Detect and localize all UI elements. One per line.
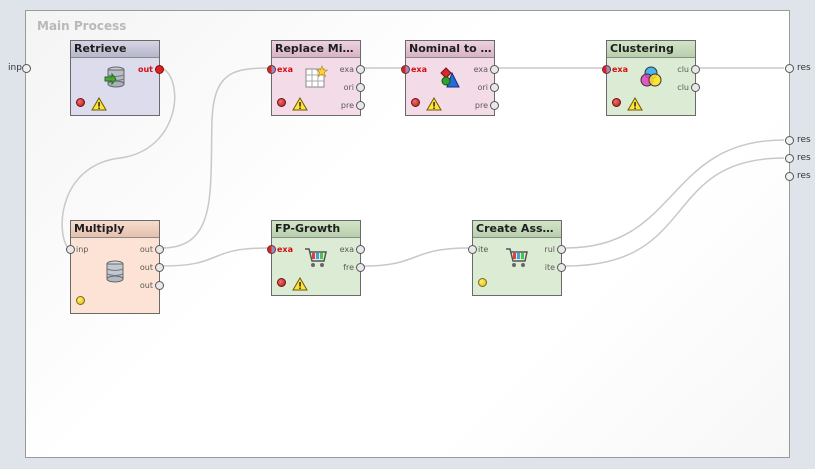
warning-icon	[426, 97, 442, 111]
output-port-label: out	[137, 65, 153, 74]
operator-title: Nominal to Nu...	[406, 41, 494, 58]
output-port-out[interactable]	[155, 245, 164, 254]
process-input-port[interactable]	[22, 64, 31, 73]
output-port-exa[interactable]	[490, 65, 499, 74]
input-port-inp[interactable]	[66, 245, 75, 254]
shopping-cart-icon	[305, 248, 327, 267]
input-port-label: ite	[478, 245, 489, 254]
warning-icon	[91, 97, 107, 111]
output-port-label: fre	[343, 263, 354, 272]
input-port-label: exa	[277, 65, 293, 74]
output-port-pre[interactable]	[356, 101, 365, 110]
output-port-label: exa	[339, 245, 354, 254]
input-port-label: exa	[277, 245, 293, 254]
output-port-label: exa	[473, 65, 488, 74]
result-port-4[interactable]	[785, 172, 794, 181]
output-port-ori[interactable]	[490, 83, 499, 92]
error-status-icon	[612, 98, 621, 107]
output-port-label: rul	[544, 245, 555, 254]
result-port-label-2: res	[797, 135, 811, 145]
operator-replace-missing[interactable]: Replace Missi... exa exa ori pre	[267, 40, 365, 116]
result-port-3[interactable]	[785, 154, 794, 163]
output-port-label: clu	[677, 65, 689, 74]
operator-title: Clustering	[607, 41, 695, 58]
input-port-exa[interactable]	[267, 65, 276, 74]
operator-nominal-to-numerical[interactable]: Nominal to Nu... exa exa ori pre	[401, 40, 499, 116]
result-port-1[interactable]	[785, 64, 794, 73]
output-port-exa[interactable]	[356, 65, 365, 74]
warning-icon	[627, 97, 643, 111]
output-port-rul[interactable]	[557, 245, 566, 254]
result-port-2[interactable]	[785, 136, 794, 145]
result-port-label-1: res	[797, 63, 811, 73]
output-port-label: ori	[343, 83, 354, 92]
output-port-out[interactable]	[155, 263, 164, 272]
shopping-cart-icon	[506, 248, 528, 267]
output-port-fre[interactable]	[356, 263, 365, 272]
output-port-clu[interactable]	[691, 83, 700, 92]
operator-title: FP-Growth	[272, 221, 360, 238]
process-input-label: inp	[8, 63, 22, 73]
input-port-label: exa	[411, 65, 427, 74]
operator-multiply[interactable]: Multiply inp out out out	[66, 220, 164, 314]
operator-title: Replace Missi...	[272, 41, 360, 58]
result-port-label-3: res	[797, 153, 811, 163]
error-status-icon	[277, 278, 286, 287]
operator-clustering[interactable]: Clustering exa clu clu	[602, 40, 700, 116]
output-port-label: ite	[544, 263, 555, 272]
output-port-out[interactable]	[155, 281, 164, 290]
output-port-label: out	[139, 263, 153, 272]
error-status-icon	[76, 98, 85, 107]
output-port-exa[interactable]	[356, 245, 365, 254]
database-stack-icon	[106, 260, 124, 283]
output-port-label: out	[139, 245, 153, 254]
output-port-label: ori	[477, 83, 488, 92]
operator-title: Create Associ...	[473, 221, 561, 238]
output-port-label: pre	[474, 101, 488, 110]
output-port-ite[interactable]	[557, 263, 566, 272]
result-port-label-4: res	[797, 171, 811, 181]
input-port-exa[interactable]	[267, 245, 276, 254]
table-sparkle-icon	[305, 65, 328, 88]
operator-title: Multiply	[71, 221, 159, 238]
operator-fp-growth[interactable]: FP-Growth exa exa fre	[267, 220, 365, 296]
input-port-label: inp	[76, 245, 89, 254]
input-port-exa[interactable]	[602, 65, 611, 74]
output-port-ori[interactable]	[356, 83, 365, 92]
warning-icon	[292, 277, 308, 291]
operator-retrieve[interactable]: Retrieve out	[70, 40, 164, 116]
output-port-label: out	[139, 281, 153, 290]
error-status-icon	[277, 98, 286, 107]
output-port-label: pre	[340, 101, 354, 110]
error-status-icon	[411, 98, 420, 107]
process-title: Main Process	[37, 19, 127, 33]
operator-create-association-rules[interactable]: Create Associ... ite rul ite	[468, 220, 566, 296]
output-port-label: clu	[677, 83, 689, 92]
input-port-label: exa	[612, 65, 628, 74]
clusters-icon	[640, 66, 662, 87]
ok-status-icon	[478, 278, 487, 287]
operator-title: Retrieve	[71, 41, 159, 58]
output-port-clu[interactable]	[691, 65, 700, 74]
input-port-ite[interactable]	[468, 245, 477, 254]
database-retrieve-icon	[104, 66, 125, 88]
warning-icon	[292, 97, 308, 111]
input-port-exa[interactable]	[401, 65, 410, 74]
ok-status-icon	[76, 296, 85, 305]
output-port-pre[interactable]	[490, 101, 499, 110]
shapes-convert-icon	[440, 67, 460, 88]
output-port-out[interactable]	[155, 65, 164, 74]
output-port-label: exa	[339, 65, 354, 74]
